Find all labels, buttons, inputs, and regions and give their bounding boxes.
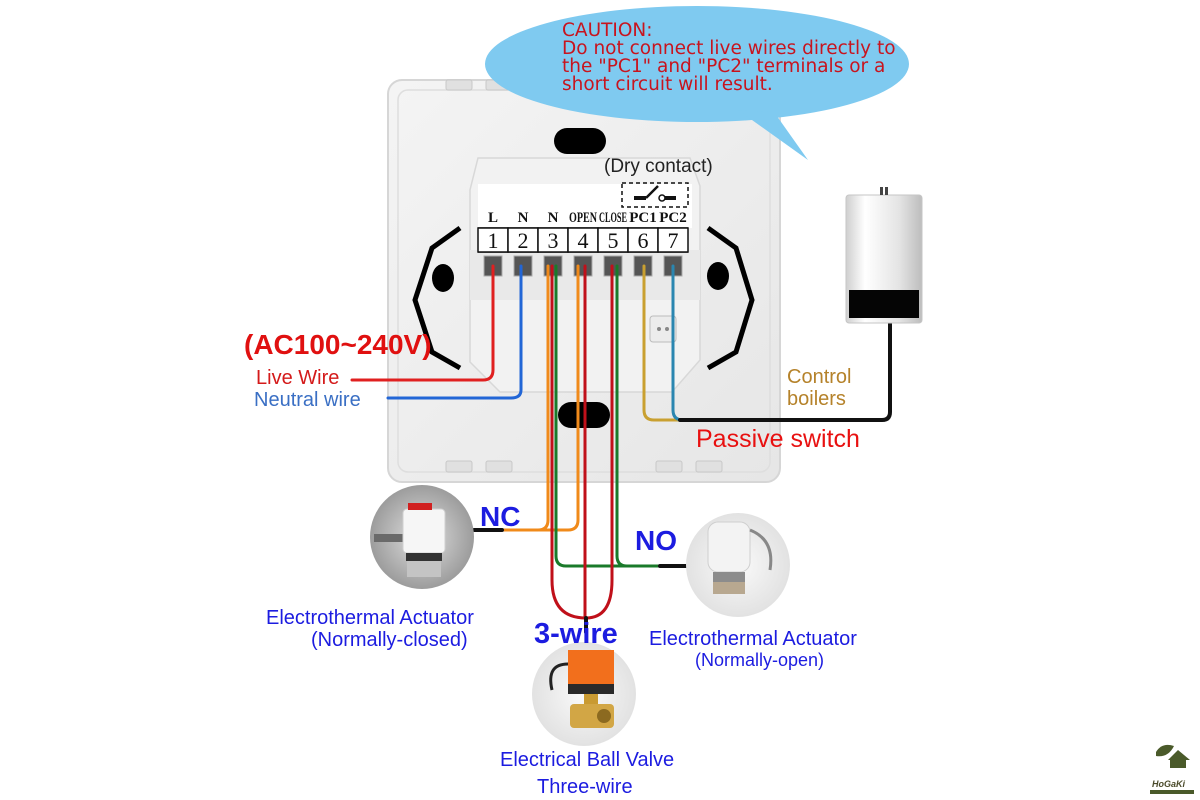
- terminal-number: 5: [608, 228, 619, 253]
- ball-valve-image: [532, 642, 636, 746]
- nc-orange-wire-3: [498, 264, 550, 532]
- terminal-label: L: [488, 210, 498, 226]
- wires: [350, 264, 892, 634]
- passive-switch-label: Passive switch: [696, 425, 860, 453]
- terminal-cell: [657, 227, 688, 253]
- terminal-label: N: [518, 210, 529, 226]
- no-actuator-image: [686, 513, 790, 617]
- three-wire-tag: 3-wire: [534, 618, 618, 650]
- dry-contact-label: (Dry contact): [604, 156, 713, 177]
- terminal-cell: [478, 227, 509, 253]
- control-line: Control: [787, 366, 852, 388]
- terminal-label: PC1: [629, 210, 657, 226]
- live-wire: [350, 264, 495, 382]
- terminal-number: 4: [578, 228, 589, 253]
- terminal-cell: [537, 227, 569, 253]
- nc-actuator-name: Electrothermal Actuator: [266, 607, 474, 629]
- ball-valve-name: Electrical Ball Valve: [500, 749, 675, 771]
- nc-orange-wire-4: [538, 264, 580, 532]
- terminal-cell: [597, 227, 629, 253]
- caution-line: short circuit will result.: [562, 74, 773, 95]
- terminal-cell: [567, 227, 599, 253]
- voltage-label: (AC100~240V): [244, 329, 432, 360]
- terminal-number: 2: [518, 228, 529, 253]
- nc-actuator-image: [370, 485, 474, 589]
- valve-red-wire-5: [584, 264, 614, 620]
- no-tag: NO: [635, 525, 677, 556]
- neutral-wire-label: Neutral wire: [254, 389, 361, 411]
- terminal-number: 3: [548, 228, 559, 253]
- caution-text: CAUTION: Do not connect live wires direc…: [562, 20, 896, 95]
- logo-text: HoGaKi: [1152, 779, 1186, 789]
- control-boilers-label: Control boilers: [787, 366, 851, 410]
- valve-red-wire-3: [550, 264, 588, 620]
- caution-line: the "PC1" and "PC2" terminals or a: [562, 56, 886, 77]
- boiler-cable: [678, 314, 892, 422]
- terminal-screw-slot: [513, 255, 533, 277]
- no-green-wire-3: [554, 264, 662, 568]
- live-wire-label: Live Wire: [256, 367, 340, 389]
- hogaki-logo-icon: [1150, 744, 1194, 794]
- nc-tag: NC: [480, 501, 521, 532]
- no-actuator-type: (Normally-open): [695, 650, 825, 670]
- terminal-label: OPEN: [569, 210, 597, 226]
- terminal-number: 1: [488, 228, 499, 253]
- boiler: [845, 187, 923, 324]
- caution-line: Do not connect live wires directly to: [562, 38, 896, 59]
- caution-title: CAUTION:: [562, 20, 653, 41]
- terminal-label: N: [548, 210, 559, 226]
- pc1-wire: [642, 264, 682, 422]
- terminal-number: 7: [668, 228, 679, 253]
- terminal-number: 6: [638, 228, 649, 253]
- neutral-wire: [386, 264, 523, 400]
- ball-valve-type: Three-wire: [537, 776, 633, 798]
- dry-contact-switch-symbol: [621, 182, 689, 208]
- terminal-label: PC2: [659, 210, 687, 226]
- boilers-line: boilers: [787, 388, 846, 410]
- terminal-labels: L 1 N 2 N 3 OPEN 4 CLOSE 5 PC1 6 PC2 7: [478, 210, 688, 253]
- nc-actuator-type: (Normally-closed): [311, 629, 468, 651]
- no-actuator-name: Electrothermal Actuator: [649, 628, 857, 650]
- caution-bubble: [485, 6, 909, 160]
- no-green-wire-5: [615, 264, 629, 568]
- terminal-label: CLOSE: [599, 210, 627, 226]
